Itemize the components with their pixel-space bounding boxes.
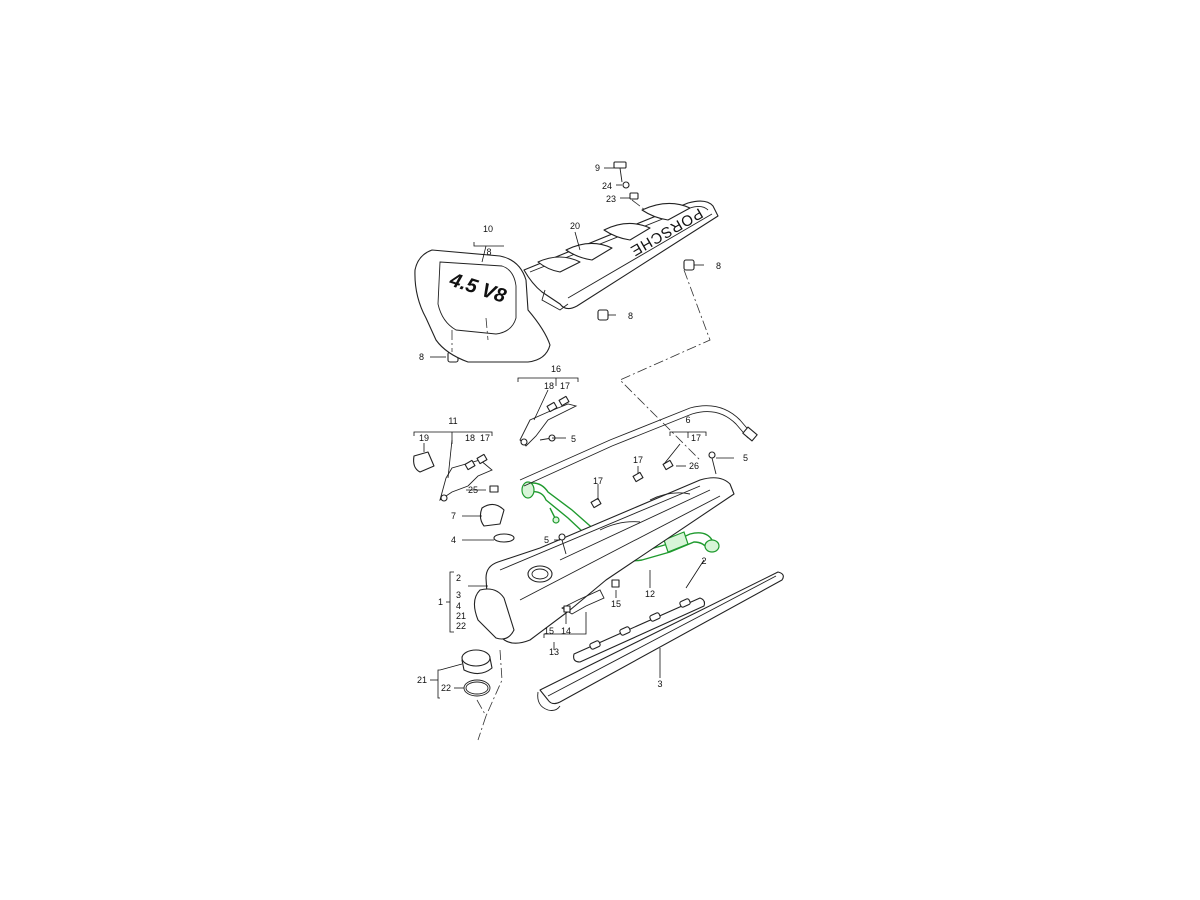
callout-5: 5	[571, 434, 576, 444]
small-bolts[interactable]	[489, 434, 717, 555]
callout-15: 15	[611, 599, 621, 609]
engine-cover-left[interactable]: 4.5 V8	[414, 249, 551, 363]
callout-26: 26	[689, 461, 699, 471]
callout-22: 22	[456, 621, 466, 631]
callout-4: 4	[456, 601, 461, 611]
grommet[interactable]	[493, 533, 515, 543]
callout-21: 21	[456, 611, 466, 621]
callout-17: 17	[560, 381, 570, 391]
bracket-13[interactable]	[561, 579, 620, 615]
callout-11: 11	[448, 416, 457, 426]
callout-19: 19	[419, 433, 429, 443]
callout-6: 6	[685, 415, 690, 425]
callout-8: 8	[628, 311, 633, 321]
cable-clips[interactable]	[464, 395, 674, 509]
callout-20: 20	[570, 221, 580, 231]
callout-18: 18	[465, 433, 475, 443]
callout-1: 1	[438, 597, 443, 607]
valve-cover[interactable]	[473, 477, 735, 644]
callout-5: 5	[743, 453, 748, 463]
callout-21: 21	[417, 675, 427, 685]
callout-14: 14	[561, 626, 571, 636]
oil-filler-seal[interactable]	[463, 679, 491, 697]
callout-24: 24	[602, 181, 612, 191]
callout-8: 8	[716, 261, 721, 271]
callout-8: 8	[486, 247, 491, 257]
callout-labels: 9 24 23 20 8 10 8 8 8 16 18 17 5 11 19 1…	[417, 163, 748, 693]
callout-8: 8	[419, 352, 424, 362]
callout-4: 4	[451, 535, 456, 545]
connector[interactable]	[413, 451, 435, 473]
callout-17: 17	[593, 476, 603, 486]
bracket-upper[interactable]	[519, 403, 578, 447]
callout-5: 5	[544, 535, 549, 545]
callout-25: 25	[468, 485, 478, 495]
callout-3: 3	[657, 679, 662, 689]
callout-13: 13	[549, 647, 559, 657]
callout-3: 3	[456, 590, 461, 600]
engine-cover-right[interactable]: PORSCHE	[523, 200, 719, 311]
spark-plug-seal[interactable]	[573, 597, 706, 663]
wiring-pipe[interactable]	[519, 405, 758, 487]
callout-23: 23	[606, 194, 616, 204]
callout-17: 17	[633, 455, 643, 465]
cover-bolt[interactable]	[613, 161, 639, 200]
valve-cover-gasket[interactable]	[537, 571, 784, 711]
callout-15: 15	[544, 626, 554, 636]
callout-10: 10	[483, 224, 493, 234]
callout-7: 7	[451, 511, 456, 521]
callout-2: 2	[456, 573, 461, 583]
leader-lines	[413, 167, 734, 699]
callout-2: 2	[701, 556, 706, 566]
oil-filler-cap[interactable]	[461, 649, 493, 675]
callout-16: 16	[551, 364, 561, 374]
callout-17: 17	[480, 433, 490, 443]
callout-17: 17	[691, 433, 701, 443]
callout-18: 18	[544, 381, 554, 391]
sensor-cap[interactable]	[479, 503, 505, 527]
callout-9: 9	[595, 163, 600, 173]
callout-22: 22	[441, 683, 451, 693]
callout-12: 12	[645, 589, 655, 599]
